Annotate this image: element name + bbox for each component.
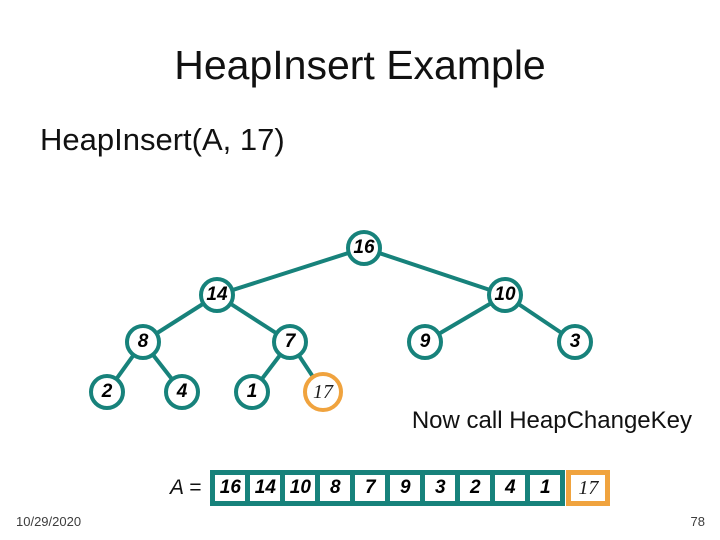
array-cell-highlighted: 17 [566, 470, 611, 506]
tree-edge [216, 246, 365, 297]
tree-node-14: 14 [199, 277, 235, 313]
tree-node-17: 17 [303, 372, 343, 412]
tree-node-2: 2 [89, 374, 125, 410]
tree-node-4: 4 [164, 374, 200, 410]
array-cell: 7 [355, 475, 386, 501]
heap-insert-call-text: HeapInsert(A, 17) [40, 122, 285, 157]
array-cell: 2 [460, 475, 491, 501]
tree-node-7: 7 [272, 324, 308, 360]
tree-node-10: 10 [487, 277, 523, 313]
footer-date: 10/29/2020 [16, 514, 82, 529]
slide-title: HeapInsert Example [174, 42, 546, 88]
tree-node-1: 1 [234, 374, 270, 410]
array-cell: 4 [495, 475, 526, 501]
array-cell: 16 [215, 475, 246, 501]
array-cell: 14 [250, 475, 281, 501]
tree-node-3: 3 [557, 324, 593, 360]
tree-edge [363, 246, 506, 297]
array-cell: 3 [425, 475, 456, 501]
array-cell: 10 [285, 475, 316, 501]
array-cell: 8 [320, 475, 351, 501]
array-cell: 1 [530, 475, 561, 501]
footer-page-number: 78 [690, 514, 705, 529]
next-step-note: Now call HeapChangeKey [411, 407, 692, 434]
array-cell: 9 [390, 475, 421, 501]
tree-node-9: 9 [407, 324, 443, 360]
tree-node-8: 8 [125, 324, 161, 360]
tree-node-16: 16 [346, 230, 382, 266]
array-label: A = [170, 476, 202, 499]
